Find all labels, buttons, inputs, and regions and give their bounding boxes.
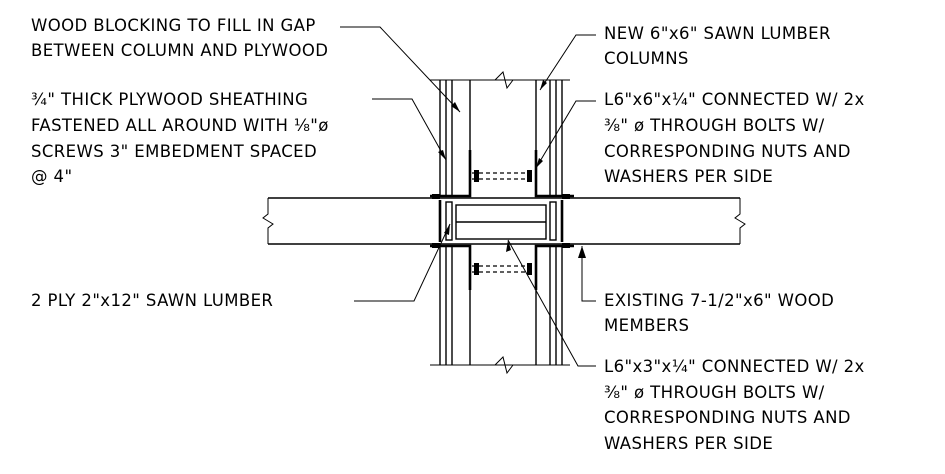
angle-bottom-right	[534, 244, 574, 290]
leader-new-columns	[539, 34, 596, 91]
callout-plywood: ¾" THICK PLYWOOD SHEATHING FASTENED ALL …	[31, 90, 329, 186]
callout-existing-members: EXISTING 7-1/2"x6" WOOD MEMBERS	[604, 291, 834, 335]
callout-angle-bottom-line-1: L6"x3"x¼" CONNECTED W/ 2x	[604, 357, 865, 376]
callout-angle-bottom: L6"x3"x¼" CONNECTED W/ 2x ⅜" ø THROUGH B…	[604, 357, 865, 453]
callout-angle-bottom-line-4: WASHERS PER SIDE	[604, 434, 773, 453]
beam-break-right	[734, 198, 746, 244]
callout-wood-blocking: WOOD BLOCKING TO FILL IN GAP BETWEEN COL…	[31, 16, 328, 60]
angle-bottom-left	[430, 244, 472, 290]
column-assembly	[430, 71, 570, 375]
callout-angle-top-line-4: WASHERS PER SIDE	[604, 167, 773, 186]
callout-angle-top-line-1: L6"x6"x¼" CONNECTED W/ 2x	[604, 90, 865, 109]
callout-wood-blocking-line-2: BETWEEN COLUMN AND PLYWOOD	[31, 41, 328, 60]
callout-new-columns-line-1: NEW 6"x6" SAWN LUMBER	[604, 24, 831, 43]
callout-new-columns: NEW 6"x6" SAWN LUMBER COLUMNS	[604, 24, 831, 68]
callout-plywood-line-3: SCREWS 3" EMBEDMENT SPACED	[31, 142, 317, 161]
two-ply-lumber	[445, 201, 557, 241]
leader-plywood	[372, 98, 447, 161]
callout-existing-members-line-1: EXISTING 7-1/2"x6" WOOD	[604, 291, 834, 310]
callout-angle-top: L6"x6"x¼" CONNECTED W/ 2x ⅜" ø THROUGH B…	[604, 90, 865, 186]
callout-angle-bottom-line-2: ⅜" ø THROUGH BOLTS W/	[604, 383, 825, 402]
callout-angle-top-line-3: CORRESPONDING NUTS AND	[604, 142, 851, 161]
callout-wood-blocking-line-1: WOOD BLOCKING TO FILL IN GAP	[31, 16, 316, 35]
beam-break-left	[262, 198, 274, 244]
leader-wood-blocking	[340, 26, 461, 113]
leader-two-ply	[354, 223, 451, 302]
callout-two-ply-line-1: 2 PLY 2"x12" SAWN LUMBER	[31, 291, 273, 310]
angle-top-right	[534, 150, 574, 198]
leader-existing-members	[581, 246, 596, 302]
callout-angle-bottom-line-3: CORRESPONDING NUTS AND	[604, 408, 851, 427]
callout-two-ply: 2 PLY 2"x12" SAWN LUMBER	[31, 291, 273, 310]
callout-plywood-line-1: ¾" THICK PLYWOOD SHEATHING	[31, 90, 308, 109]
callout-angle-top-line-2: ⅜" ø THROUGH BOLTS W/	[604, 116, 825, 135]
angle-top-left	[430, 150, 472, 198]
leader-lines	[340, 26, 596, 367]
callout-existing-members-line-2: MEMBERS	[604, 316, 689, 335]
existing-wood-member	[262, 197, 746, 245]
through-bolts	[432, 170, 570, 275]
leader-angle-top	[535, 100, 596, 169]
callout-plywood-line-4: @ 4"	[31, 167, 72, 186]
leader-angle-bottom	[507, 239, 596, 367]
steel-angles	[430, 150, 574, 290]
callout-plywood-line-2: FASTENED ALL AROUND WITH ⅛"ø	[31, 116, 329, 135]
callout-new-columns-line-2: COLUMNS	[604, 49, 689, 68]
